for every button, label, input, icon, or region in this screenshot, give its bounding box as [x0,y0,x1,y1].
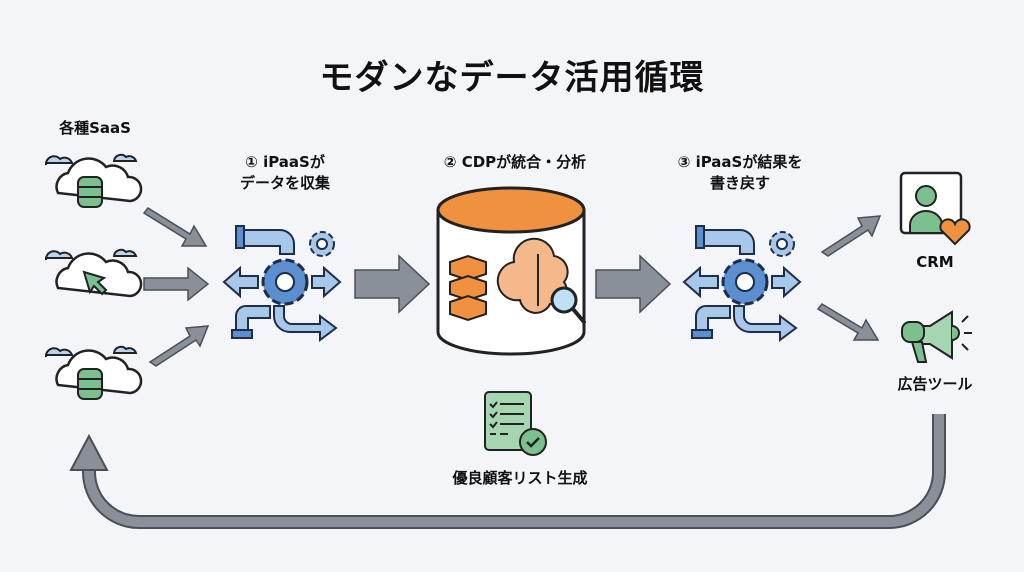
crm-label: CRM [916,253,954,271]
arrow-cdp-to-ipaas [595,254,672,314]
ipaas-writeback-icon [682,224,802,342]
stacked-blocks-icon [449,254,487,322]
arrow-saas3-to-ipaas [148,325,210,367]
megaphone-icon [901,310,972,363]
cdp-database-icon [436,186,586,356]
step3-label-line2: 書き戻す [709,174,770,192]
ipaas-collect-icon [222,224,342,342]
step3-label: ③ iPaaSが結果を 書き戻す [650,152,830,194]
feedback-loop-arrow [69,414,946,529]
step1-label: ① iPaaSが データを収集 [210,152,360,194]
brain-analysis-icon [496,237,586,324]
saas-cloud-cursor-icon [44,248,143,298]
step3-label-line1: ③ iPaaSが結果を [677,153,803,171]
saas-cloud-database-icon-1 [44,153,143,208]
step2-label: ② CDPが統合・分析 [443,153,587,171]
arrow-ipaas-to-crm [820,215,882,257]
checklist-icon [484,391,547,456]
page-title: モダンなデータ活用循環 [319,58,705,98]
arrow-ipaas-to-adtool [816,303,880,341]
step1-label-line2: データを収集 [239,174,330,192]
arrow-ipaas-to-cdp [354,254,431,314]
heart-icon [939,218,971,246]
step1-label-line1: ① iPaaSが [245,153,325,171]
output-label: 優良顧客リスト生成 [452,469,588,487]
arrow-saas2-to-ipaas [143,266,210,302]
crm-contact-icon [899,171,971,246]
sources-label: 各種SaaS [59,119,131,137]
saas-cloud-database-icon-2 [44,345,143,400]
ad-tool-label: 広告ツール [897,375,973,393]
arrow-saas1-to-ipaas [142,207,208,247]
